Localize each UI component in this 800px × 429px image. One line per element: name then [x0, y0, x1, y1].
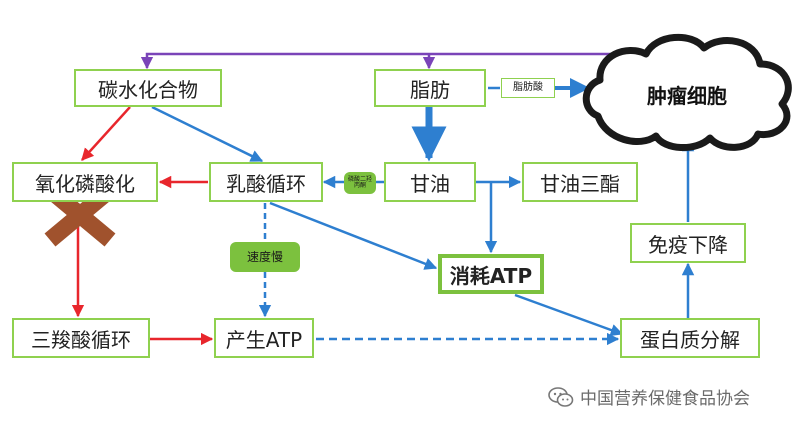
- arrow-lactic-to-consume-atp: [269, 201, 438, 270]
- node-consume-atp: 消耗ATP: [438, 254, 544, 294]
- node-lactic-acid-cycle: 乳酸循环: [209, 162, 323, 202]
- tag-small-label: 磷酸二羟丙酮: [344, 172, 376, 194]
- watermark: 中国营养保健食品协会: [548, 384, 750, 409]
- cloud-icon: [582, 33, 792, 152]
- node-immune-decline: 免疫下降: [630, 223, 746, 263]
- node-glycerol: 甘油: [384, 162, 476, 202]
- node-produce-atp: 产生ATP: [214, 318, 314, 358]
- purple-feedback-arrow: [140, 52, 640, 70]
- wechat-icon: [548, 386, 574, 407]
- node-tumor-cell: 肿瘤细胞: [647, 83, 727, 108]
- tag-slow: 速度慢: [230, 242, 300, 272]
- tag-fatty-acid: 脂肪酸: [501, 78, 555, 98]
- node-tca-cycle: 三羧酸循环: [12, 318, 150, 358]
- arrow-carbohydrate-to-oxphos: [81, 106, 131, 161]
- node-oxidative-phosphorylation: 氧化磷酸化: [12, 162, 158, 202]
- node-fat: 脂肪: [374, 69, 486, 107]
- node-triglyceride: 甘油三酯: [522, 162, 638, 202]
- arrow-carbohydrate-to-lactic: [151, 105, 264, 163]
- arrow-consume-atp-to-protein: [514, 293, 624, 337]
- watermark-text: 中国营养保健食品协会: [580, 389, 750, 409]
- blue-arrows: [151, 78, 695, 346]
- node-protein-breakdown: 蛋白质分解: [620, 318, 760, 358]
- node-carbohydrate: 碳水化合物: [74, 69, 222, 107]
